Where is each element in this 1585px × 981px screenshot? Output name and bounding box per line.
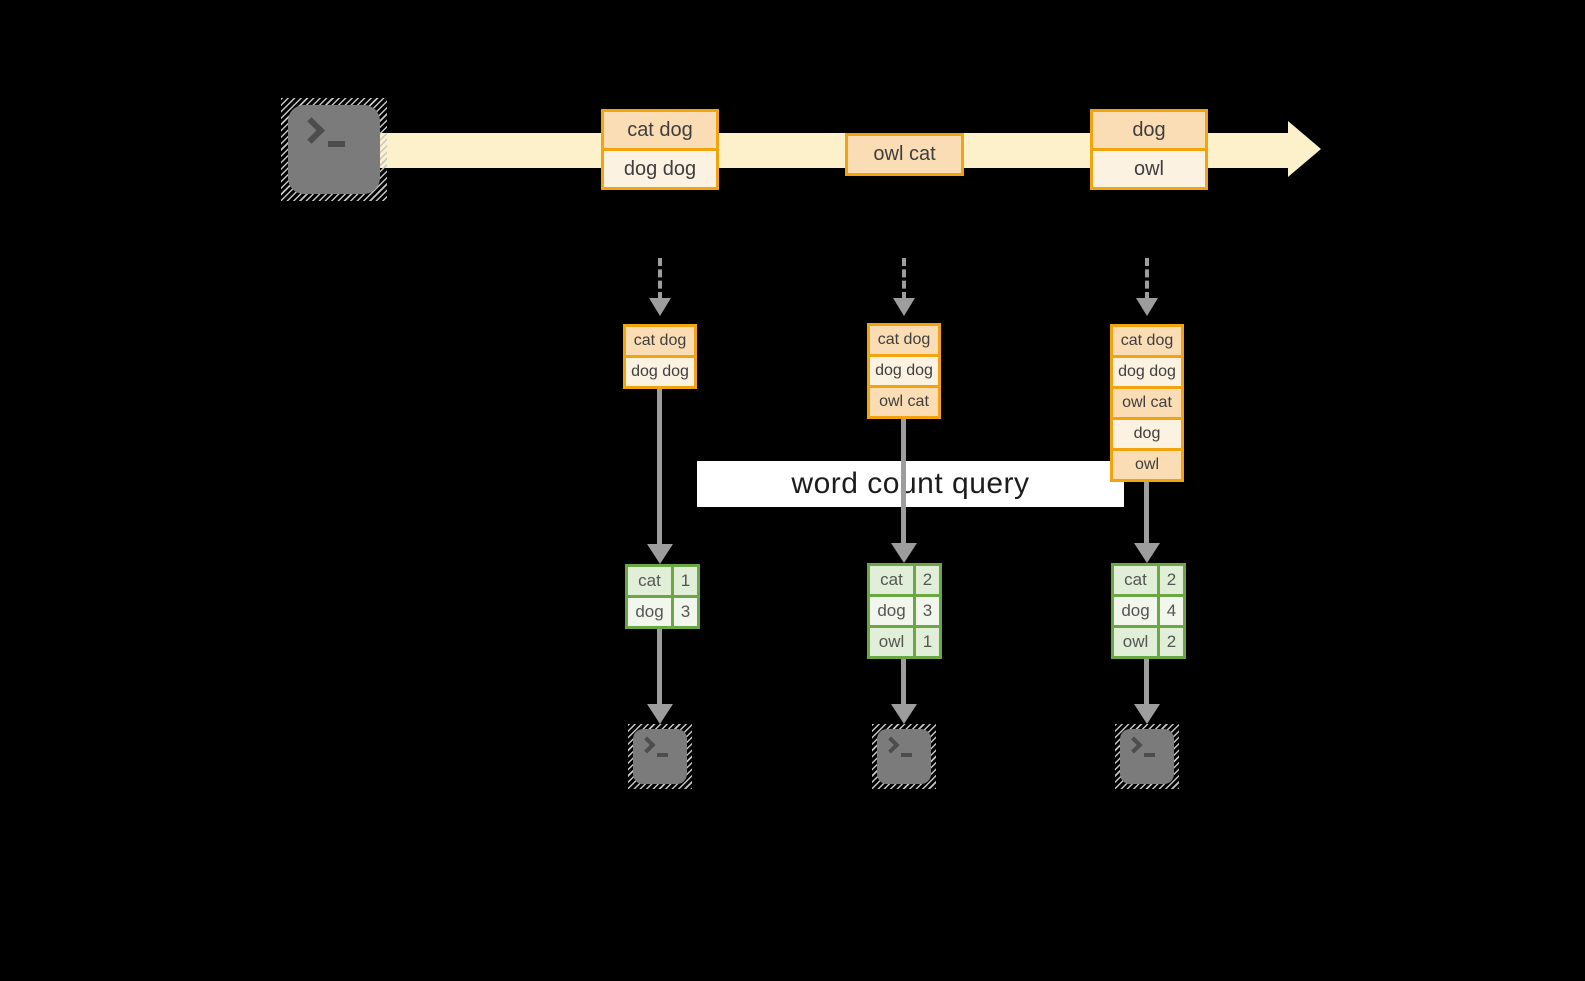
arrowhead-down-icon — [649, 298, 671, 316]
message-cell: cat dog — [604, 112, 716, 148]
log-cell: dog dog — [626, 358, 694, 386]
count-cell: 1 — [916, 628, 939, 656]
word-cell: cat — [628, 567, 671, 595]
arrowhead-down-icon — [1134, 543, 1160, 563]
log-cell: cat dog — [1113, 327, 1181, 355]
log-cell: cat dog — [626, 327, 694, 355]
prompt-chevron-icon — [882, 736, 900, 754]
table-row: dog 3 — [870, 597, 939, 625]
count-cell: 4 — [1160, 597, 1183, 625]
prompt-underscore-icon — [657, 753, 668, 757]
log-cell: cat dog — [870, 326, 938, 354]
word-cell: cat — [870, 566, 913, 594]
message-cell: dog — [1093, 112, 1205, 148]
terminal-source-icon — [281, 98, 387, 201]
prompt-underscore-icon — [901, 753, 912, 757]
arrowhead-down-icon — [1136, 298, 1158, 316]
result-arrow-line — [901, 659, 906, 706]
count-cell: 3 — [916, 597, 939, 625]
terminal-consumer-icon-2 — [872, 724, 936, 789]
table-row: dog 3 — [628, 598, 697, 626]
stream-arrowhead-icon — [1288, 121, 1321, 177]
ingest-arrow-dashed — [902, 258, 906, 300]
count-cell: 2 — [916, 566, 939, 594]
count-cell: 2 — [1160, 566, 1183, 594]
table-row: cat 2 — [870, 566, 939, 594]
event-log-3: cat dog dog dog owl cat dog owl — [1110, 324, 1184, 482]
arrowhead-down-icon — [893, 298, 915, 316]
stream-message-box-1: cat dog dog dog — [601, 109, 719, 190]
terminal-body — [1120, 729, 1174, 784]
query-arrow-line — [1144, 482, 1149, 543]
arrowhead-down-icon — [891, 704, 917, 724]
log-cell: dog — [1113, 420, 1181, 448]
log-cell: dog dog — [1113, 358, 1181, 386]
table-row: owl 2 — [1114, 628, 1183, 656]
prompt-chevron-icon — [1125, 736, 1143, 754]
prompt-chevron-icon — [298, 117, 325, 144]
result-arrow-line — [1144, 659, 1149, 706]
event-log-1: cat dog dog dog — [623, 324, 697, 389]
ingest-arrow-dashed — [658, 258, 662, 300]
terminal-body — [877, 729, 931, 784]
log-cell: owl — [1113, 451, 1181, 479]
count-table-2: cat 2 dog 3 owl 1 — [867, 563, 942, 659]
count-cell: 2 — [1160, 628, 1183, 656]
arrowhead-down-icon — [647, 704, 673, 724]
arrowhead-down-icon — [647, 544, 673, 564]
terminal-consumer-icon-3 — [1115, 724, 1179, 789]
word-cell: owl — [1114, 628, 1157, 656]
stream-message-box-3: dog owl — [1090, 109, 1208, 190]
query-label: word count query — [791, 467, 1030, 500]
query-arrow-line — [657, 388, 662, 546]
prompt-underscore-icon — [328, 141, 345, 147]
word-cell: dog — [628, 598, 671, 626]
arrowhead-down-icon — [891, 543, 917, 563]
log-cell: owl cat — [870, 388, 938, 416]
event-log-2: cat dog dog dog owl cat — [867, 323, 941, 419]
count-cell: 1 — [674, 567, 697, 595]
table-row: owl 1 — [870, 628, 939, 656]
arrowhead-down-icon — [1134, 704, 1160, 724]
message-cell: dog dog — [604, 151, 716, 187]
word-cell: owl — [870, 628, 913, 656]
log-cell: owl cat — [1113, 389, 1181, 417]
stream-message-box-2: owl cat — [845, 133, 964, 176]
count-cell: 3 — [674, 598, 697, 626]
prompt-chevron-icon — [638, 736, 656, 754]
ingest-arrow-dashed — [1145, 258, 1149, 300]
count-table-1: cat 1 dog 3 — [625, 564, 700, 629]
word-cell: dog — [1114, 597, 1157, 625]
query-label-band: word count query — [697, 461, 1124, 507]
log-cell: dog dog — [870, 357, 938, 385]
table-row: dog 4 — [1114, 597, 1183, 625]
message-cell: owl — [1093, 151, 1205, 187]
table-row: cat 2 — [1114, 566, 1183, 594]
terminal-consumer-icon-1 — [628, 724, 692, 789]
terminal-body — [633, 729, 687, 784]
word-cell: dog — [870, 597, 913, 625]
query-arrow-line — [901, 419, 906, 543]
table-row: cat 1 — [628, 567, 697, 595]
terminal-body — [288, 105, 380, 194]
word-cell: cat — [1114, 566, 1157, 594]
result-arrow-line — [657, 629, 662, 706]
message-cell: owl cat — [848, 136, 961, 173]
count-table-3: cat 2 dog 4 owl 2 — [1111, 563, 1186, 659]
prompt-underscore-icon — [1144, 753, 1155, 757]
